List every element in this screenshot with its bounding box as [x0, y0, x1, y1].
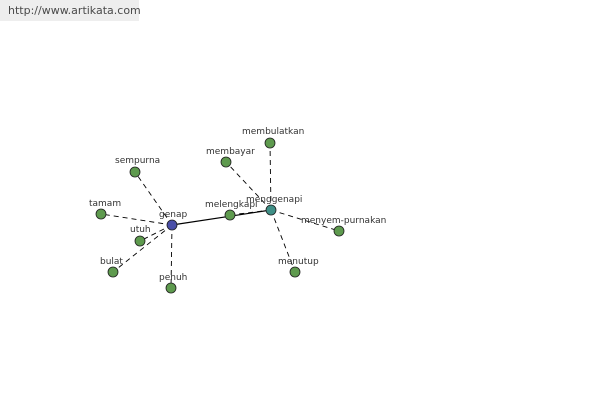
edge-genap-bulat: [112, 224, 173, 273]
edge-genap-penuh: [170, 224, 173, 289]
node-label-genap[interactable]: genap: [159, 210, 187, 220]
node-label-penuh[interactable]: penuh: [159, 273, 187, 283]
edge-menggenapi-menyempurnakan: [270, 209, 340, 232]
node-menyempurnakan[interactable]: [333, 225, 345, 237]
node-membayar[interactable]: [220, 156, 232, 168]
node-bulat[interactable]: [107, 266, 119, 278]
edge-genap-menggenapi: [171, 209, 272, 226]
edge-menggenapi-melengkapi: [229, 209, 272, 216]
nodes-layer: [95, 137, 345, 294]
edge-genap-tamam: [100, 213, 173, 226]
node-label-melengkapi[interactable]: melengkapi: [205, 200, 258, 210]
node-utuh[interactable]: [134, 235, 146, 247]
edge-menggenapi-membulatkan: [269, 142, 272, 211]
node-genap[interactable]: [166, 219, 178, 231]
node-label-utuh[interactable]: utuh: [130, 225, 151, 235]
node-label-menutup[interactable]: menutup: [278, 257, 319, 267]
edge-menggenapi-menutup: [270, 209, 296, 273]
node-sempurna[interactable]: [129, 166, 141, 178]
node-label-bulat[interactable]: bulat: [100, 257, 123, 267]
edge-genap-utuh: [139, 224, 173, 242]
node-membulatkan[interactable]: [264, 137, 276, 149]
node-menggenapi[interactable]: [265, 204, 277, 216]
edge-menggenapi-membayar: [225, 161, 272, 211]
node-tamam[interactable]: [95, 208, 107, 220]
edge-genap-sempurna: [134, 171, 173, 226]
node-menutup[interactable]: [289, 266, 301, 278]
node-label-membulatkan[interactable]: membulatkan: [242, 127, 304, 137]
node-melengkapi[interactable]: [224, 209, 236, 221]
site-url-link[interactable]: http://www.artikata.com: [0, 0, 141, 21]
edges-layer: [100, 142, 340, 289]
node-penuh[interactable]: [165, 282, 177, 294]
node-label-menyempurnakan[interactable]: menyem-purnakan: [301, 216, 386, 226]
node-label-sempurna[interactable]: sempurna: [115, 156, 160, 166]
node-label-menggenapi[interactable]: menggenapi: [246, 195, 302, 205]
node-label-membayar[interactable]: membayar: [206, 147, 255, 157]
node-label-tamam[interactable]: tamam: [89, 199, 121, 209]
